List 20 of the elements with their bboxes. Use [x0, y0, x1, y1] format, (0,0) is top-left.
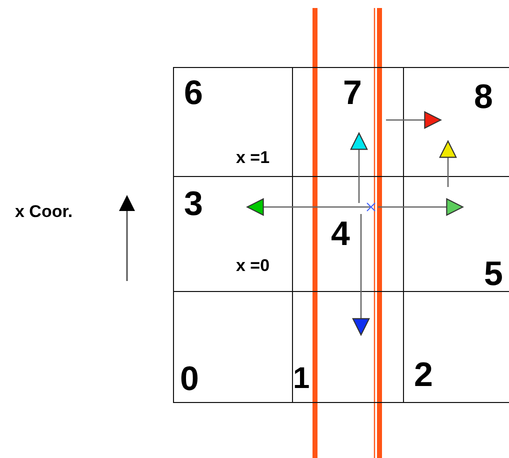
arrow [352, 214, 370, 336]
cell-number: 3 [184, 187, 203, 221]
arrow [350, 132, 368, 203]
cell-number: 7 [343, 76, 362, 110]
cell-number: 0 [180, 362, 199, 396]
cell-number: 8 [474, 80, 493, 114]
coordinate-label: x =0 [236, 257, 270, 274]
cell-number: 4 [331, 217, 350, 251]
cell-number: 1 [293, 364, 310, 394]
cell-number: 6 [184, 76, 203, 110]
coordinate-label: x =1 [236, 149, 270, 166]
arrow [246, 198, 370, 216]
arrow [439, 140, 457, 187]
axis-label: x Coor. [15, 203, 73, 220]
arrow [386, 111, 442, 129]
cell-number: 5 [484, 257, 503, 291]
arrow [378, 198, 464, 216]
grid-cell [173, 67, 293, 177]
cell-number: 2 [414, 358, 433, 392]
grid-cell [173, 291, 293, 403]
